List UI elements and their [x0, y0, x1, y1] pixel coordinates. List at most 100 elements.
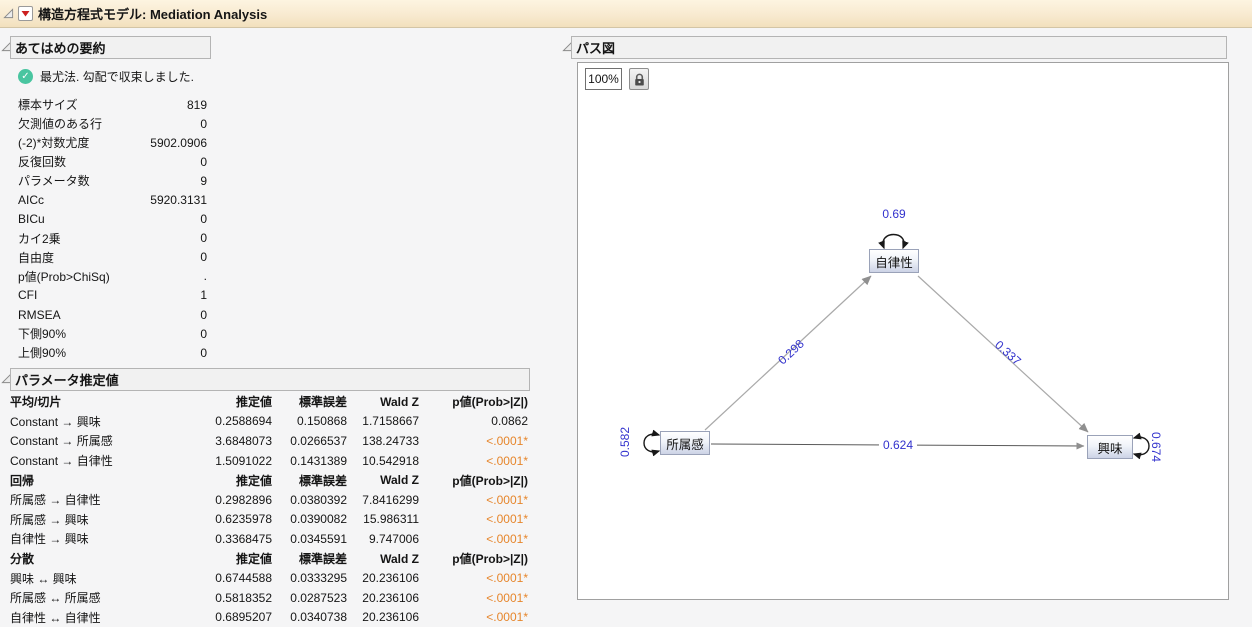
node-shozokukan[interactable]: 所属感	[660, 431, 710, 455]
red-triangle-menu-button[interactable]	[18, 6, 33, 21]
disclosure-triangle-icon[interactable]	[3, 8, 14, 19]
param-label: 所属感 ↔ 所属感	[10, 591, 101, 606]
table-section-header: 分散 推定値 標準誤差 Wald Z p値(Prob>|Z|)	[10, 549, 528, 569]
fit-stat-label: AICc	[18, 193, 45, 208]
fit-stat-value: 0	[200, 307, 207, 322]
node-kyoumi[interactable]: 興味	[1087, 435, 1133, 459]
col-header-pvalue: p値(Prob>|Z|)	[452, 473, 528, 488]
waldz-value: 20.236106	[362, 610, 419, 625]
table-section-header: 回帰 推定値 標準誤差 Wald Z p値(Prob>|Z|)	[10, 470, 528, 490]
fit-summary-row: 下側90% 0	[18, 324, 207, 343]
path-diagram-header[interactable]: パス図	[571, 36, 1227, 59]
stderr-value: 0.1431389	[290, 453, 347, 468]
col-header-estimate: 推定値	[235, 395, 272, 410]
estimates-header[interactable]: パラメータ推定値	[10, 368, 530, 391]
report-title-bar: 構造方程式モデル: Mediation Analysis	[0, 0, 1252, 28]
lock-button[interactable]	[629, 68, 649, 90]
fit-stat-value: 9	[200, 173, 207, 188]
fit-stat-label: CFI	[18, 288, 38, 303]
stderr-value: 0.0345591	[290, 531, 347, 546]
fit-stat-value: 819	[186, 97, 207, 112]
node-label: 所属感	[666, 437, 704, 452]
col-header-waldz: Wald Z	[380, 394, 419, 409]
col-header-estimate: 推定値	[235, 473, 272, 488]
check-icon: ✓	[18, 69, 33, 84]
p-value: <.0001*	[486, 571, 528, 586]
node-jiritsusei[interactable]: 自律性	[869, 249, 919, 273]
fit-stat-label: 自由度	[18, 250, 55, 265]
waldz-value: 20.236106	[362, 571, 419, 586]
stderr-value: 0.150868	[296, 414, 347, 429]
fit-stat-value: 0	[200, 345, 207, 360]
fit-summary-header[interactable]: あてはめの要約	[10, 36, 211, 59]
estimate-value: 0.2982896	[215, 492, 272, 507]
selfloop-kyoumi[interactable]	[1132, 432, 1150, 460]
p-value: <.0001*	[486, 590, 528, 605]
fit-stat-value: 1	[200, 288, 207, 303]
fit-summary-title: あてはめの要約	[15, 41, 106, 56]
table-row: 所属感 → 興味 0.6235978 0.0390082 15.986311 <…	[10, 510, 528, 530]
fit-stat-value: 0	[200, 231, 207, 246]
zoom-level-input[interactable]: 100%	[585, 68, 622, 90]
estimate-value: 0.6895207	[215, 610, 272, 625]
p-value: <.0001*	[486, 531, 528, 546]
selfloop-jiritsusei[interactable]	[878, 233, 909, 250]
p-value: 0.0862	[491, 414, 528, 429]
table-section-header: 平均/切片 推定値 標準誤差 Wald Z p値(Prob>|Z|)	[10, 392, 528, 412]
section-name: 分散	[10, 552, 35, 567]
path-diagram-canvas[interactable]: 100% 自律性 所属感 興味 0.69 0.582 0.674 0.298 0…	[577, 62, 1229, 600]
estimate-value: 0.3368475	[215, 531, 272, 546]
stderr-value: 0.0340738	[290, 610, 347, 625]
fit-stat-value: 0	[200, 326, 207, 341]
col-header-pvalue: p値(Prob>|Z|)	[452, 395, 528, 410]
red-triangle-icon	[21, 11, 30, 17]
p-value: <.0001*	[486, 610, 528, 625]
param-label: 興味 ↔ 興味	[10, 571, 77, 586]
estimates-table: 平均/切片 推定値 標準誤差 Wald Z p値(Prob>|Z|) Const…	[10, 392, 528, 627]
lock-icon	[634, 73, 644, 86]
fit-summary-row: 自由度 0	[18, 248, 207, 267]
path-diagram-title: パス図	[576, 41, 616, 56]
estimate-value: 1.5091022	[215, 453, 272, 468]
fit-summary-row: CFI 1	[18, 286, 207, 305]
fit-stat-label: 標本サイズ	[18, 98, 78, 113]
section-name: 平均/切片	[10, 395, 62, 410]
variance-label-shozokukan: 0.582	[618, 426, 632, 458]
table-row: Constant → 所属感 3.6848073 0.0266537 138.2…	[10, 431, 528, 451]
edge-shozokukan-jiritsusei[interactable]	[704, 275, 872, 431]
param-label: Constant → 興味	[10, 414, 101, 429]
table-row: 自律性 → 興味 0.3368475 0.0345591 9.747006 <.…	[10, 529, 528, 549]
node-label: 自律性	[875, 255, 913, 270]
col-header-stderr: 標準誤差	[298, 552, 347, 567]
fit-stat-label: 下側90%	[18, 327, 67, 342]
estimate-value: 0.2588694	[215, 414, 272, 429]
estimate-value: 0.5818352	[215, 590, 272, 605]
selfloop-shozokukan[interactable]	[643, 429, 661, 457]
param-label: 自律性 ↔ 自律性	[10, 610, 101, 625]
path-diagram-svg	[643, 233, 1150, 460]
fit-stat-value: .	[203, 269, 207, 284]
waldz-value: 15.986311	[363, 512, 419, 527]
stderr-value: 0.0390082	[290, 512, 347, 527]
table-row: 自律性 ↔ 自律性 0.6895207 0.0340738 20.236106 …	[10, 608, 528, 627]
node-label: 興味	[1097, 441, 1123, 456]
fit-stat-label: BICu	[18, 212, 45, 227]
col-header-waldz: Wald Z	[380, 551, 419, 566]
page-title: 構造方程式モデル: Mediation Analysis	[38, 7, 268, 22]
stderr-value: 0.0333295	[290, 571, 347, 586]
convergence-status: ✓ 最尤法. 勾配で収束しました.	[18, 68, 194, 85]
edge-jiritsusei-kyoumi[interactable]	[917, 275, 1089, 433]
fit-stat-value: 0	[200, 250, 207, 265]
stderr-value: 0.0287523	[290, 590, 347, 605]
table-row: Constant → 自律性 1.5091022 0.1431389 10.54…	[10, 451, 528, 471]
table-row: Constant → 興味 0.2588694 0.150868 1.71586…	[10, 412, 528, 432]
waldz-value: 138.24733	[362, 433, 419, 448]
param-label: 自律性 → 興味	[10, 532, 89, 547]
